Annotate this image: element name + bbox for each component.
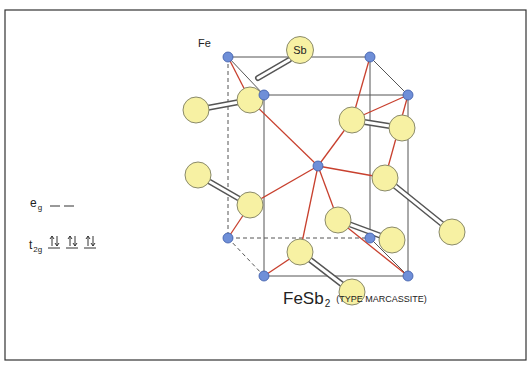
level-subscript: 2g bbox=[33, 246, 42, 254]
spin-arrows bbox=[50, 236, 95, 246]
formula-subscript: 2 bbox=[325, 299, 331, 309]
level-label: e bbox=[30, 197, 37, 209]
atom-circle bbox=[287, 37, 314, 64]
sb-atom-label: Sb bbox=[286, 36, 314, 64]
formula-label: FeSb bbox=[283, 290, 324, 307]
structure-type: (TYPE MARCASSITE) bbox=[336, 295, 427, 304]
fe-atoms bbox=[223, 52, 413, 281]
atom-label: Fe bbox=[198, 38, 211, 49]
fe-sb-bonds bbox=[228, 57, 408, 276]
figure-frame bbox=[5, 10, 526, 360]
atom-symbol: Sb bbox=[293, 45, 306, 56]
unit-cell bbox=[228, 57, 408, 276]
level-label: t bbox=[29, 239, 32, 251]
sb-atoms bbox=[183, 87, 465, 305]
sb-dimer-bonds bbox=[196, 60, 452, 292]
level-subscript: g bbox=[38, 204, 42, 212]
energy-levels bbox=[48, 206, 96, 248]
